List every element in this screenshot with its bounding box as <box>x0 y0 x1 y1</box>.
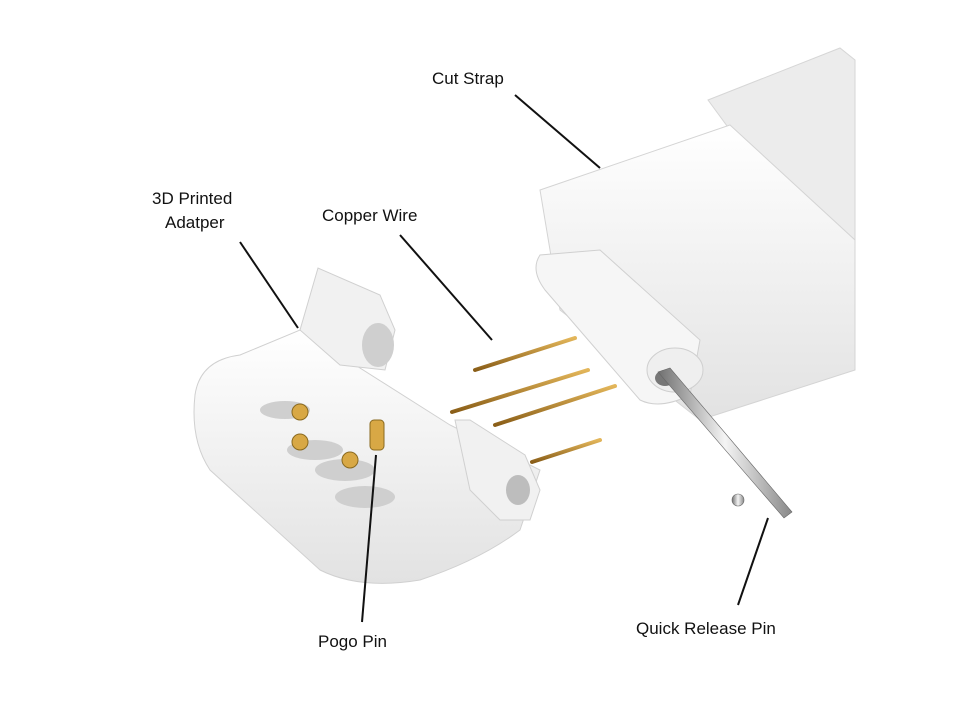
quick-release-pin <box>657 367 793 519</box>
leader-cut-strap <box>514 94 601 169</box>
leader-adapter <box>239 241 299 329</box>
leader-pogo-pin <box>361 454 377 623</box>
leader-lines <box>239 94 769 623</box>
label-quick-release-pin: Quick Release Pin <box>636 619 776 638</box>
label-cut-strap: Cut Strap <box>432 69 504 88</box>
leader-quick-release-pin <box>737 517 769 606</box>
leader-copper-wire <box>399 234 493 341</box>
label-adapter-line2: Adatper <box>165 213 225 232</box>
cut-strap <box>535 47 856 421</box>
pogo-pins <box>291 403 385 469</box>
copper-wires <box>450 336 617 464</box>
label-adapter-line1: 3D Printed <box>152 189 233 208</box>
printed-adapter <box>193 267 541 584</box>
label-copper-wire: Copper Wire <box>322 206 418 225</box>
label-pogo-pin: Pogo Pin <box>318 632 387 651</box>
